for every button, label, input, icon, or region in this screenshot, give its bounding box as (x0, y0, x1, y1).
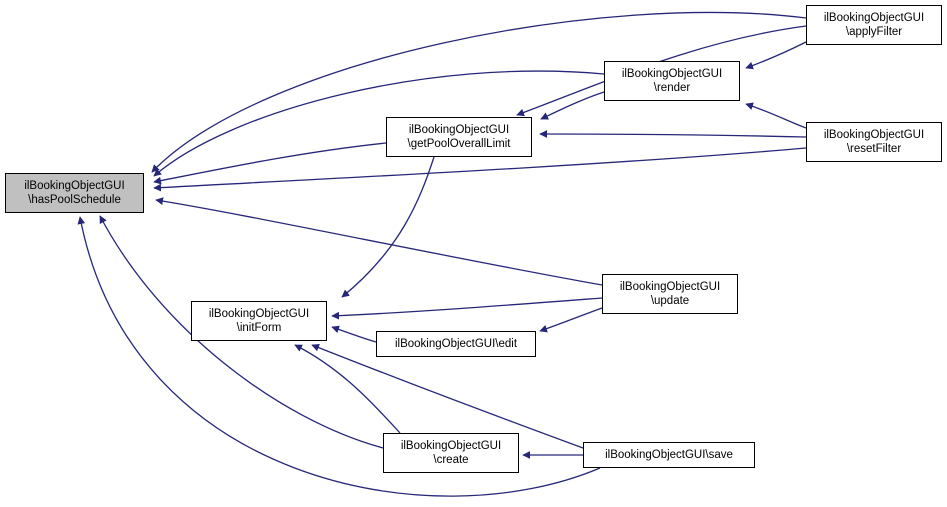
edge-render-getpooloveralllimit (540, 91, 605, 120)
edge-resetfilter-render (745, 102, 807, 129)
node-haspoolschedule[interactable]: ilBookingObjectGUI \hasPoolSchedule (5, 173, 144, 213)
node-label-line2: \hasPoolSchedule (28, 194, 121, 206)
node-update[interactable]: ilBookingObjectGUI \update (602, 274, 738, 314)
node-save[interactable]: ilBookingObjectGUI\save (583, 442, 755, 468)
edge-save-haspoolschedule (77, 216, 601, 497)
node-label-line1: ilBookingObjectGUI (208, 308, 310, 320)
node-label-line2: \getPoolOverallLimit (407, 138, 511, 150)
edge-update-edit (539, 307, 603, 333)
node-create[interactable]: ilBookingObjectGUI \create (383, 433, 519, 473)
node-edit[interactable]: ilBookingObjectGUI\edit (376, 331, 536, 357)
node-label-line1: ilBookingObjectGUI (619, 281, 721, 293)
edge-applyfilter-render (745, 41, 807, 70)
node-applyfilter[interactable]: ilBookingObjectGUI \applyFilter (806, 5, 942, 45)
edge-save-initform (311, 343, 584, 449)
node-label-line2: \render (653, 82, 691, 94)
node-getpooloveralllimit[interactable]: ilBookingObjectGUI \getPoolOverallLimit (386, 117, 532, 157)
edge-getpooloveralllimit-initform (341, 156, 435, 298)
node-label-line1: ilBookingObjectGUI (24, 180, 125, 192)
node-label-line1: ilBookingObjectGUI (400, 440, 502, 452)
edge-getpooloveralllimit-haspoolschedule (153, 142, 387, 185)
edge-create-haspoolschedule (99, 215, 384, 449)
node-resetfilter[interactable]: ilBookingObjectGUI \resetFilter (806, 122, 942, 162)
node-label-line1: ilBookingObjectGUI (408, 124, 510, 136)
node-label-line1: ilBookingObjectGUI (823, 129, 925, 141)
node-label-line1: ilBookingObjectGUI\edit (394, 338, 518, 350)
edge-resetfilter-getpooloveralllimit (539, 130, 807, 138)
node-label-line1: ilBookingObjectGUI (621, 68, 723, 80)
node-label-line2: \resetFilter (846, 143, 902, 155)
node-label-line2: \update (650, 295, 690, 307)
node-label-line1: ilBookingObjectGUI (823, 12, 925, 24)
node-initform[interactable]: ilBookingObjectGUI \initForm (191, 301, 327, 341)
edge-edit-initform (331, 325, 377, 343)
edge-create-initform (294, 344, 401, 434)
node-label-line1: ilBookingObjectGUI\save (605, 449, 733, 461)
edge-applyfilter-haspoolschedule (151, 11, 807, 173)
node-render[interactable]: ilBookingObjectGUI \render (604, 61, 740, 101)
edge-update-haspoolschedule (155, 197, 603, 286)
edge-update-initform (331, 297, 603, 320)
node-label-line2: \initForm (236, 322, 282, 334)
node-label-line2: \create (433, 454, 469, 466)
edge-render-haspoolschedule (153, 70, 605, 177)
node-label-line2: \applyFilter (845, 26, 903, 38)
edge-resetfilter-haspoolschedule (153, 147, 807, 192)
